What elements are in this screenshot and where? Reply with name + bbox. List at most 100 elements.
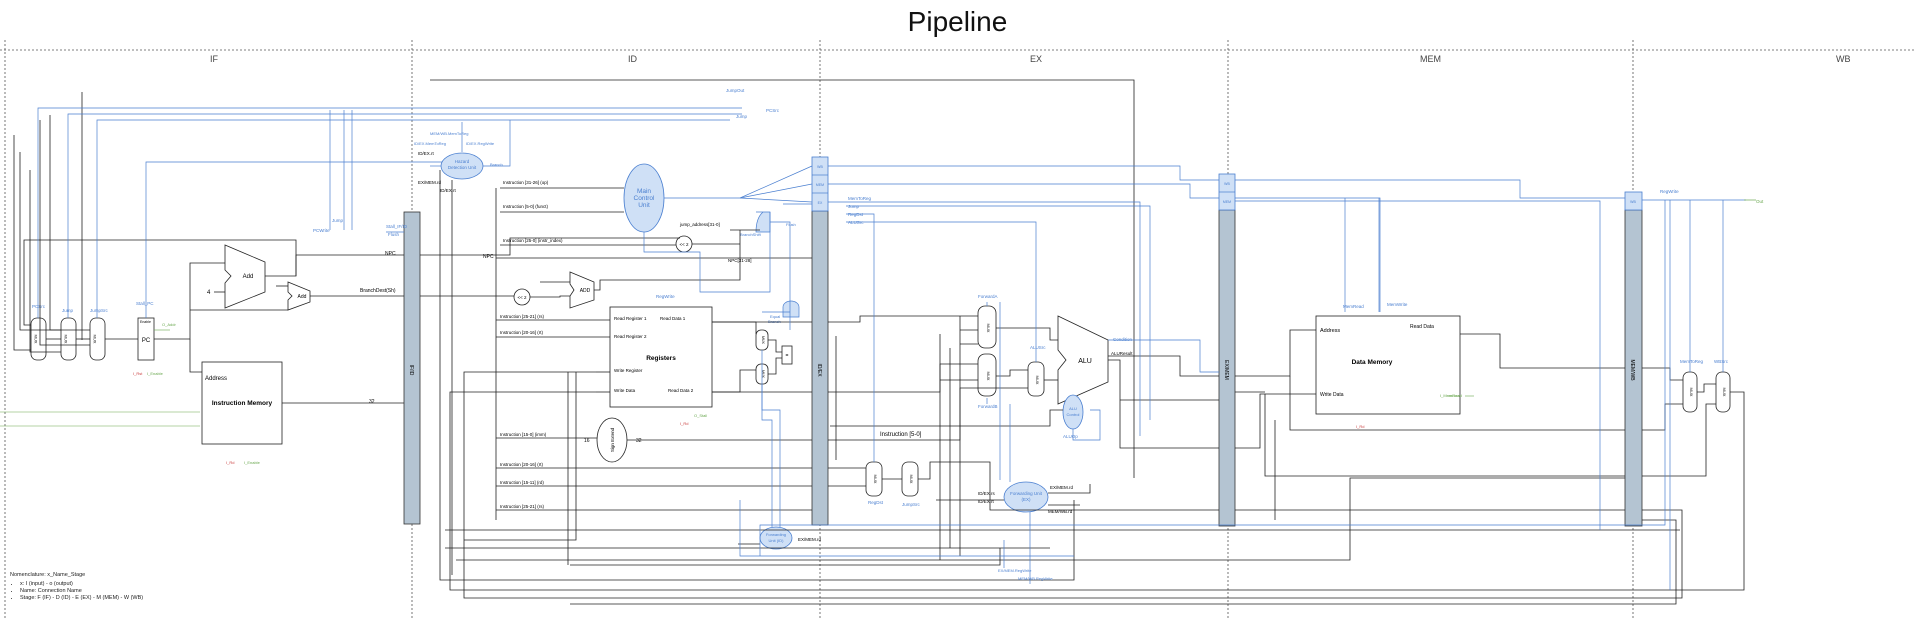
svg-text:MUX: MUX xyxy=(986,324,991,333)
flush-label: Flush xyxy=(388,232,400,237)
svg-text:WB: WB xyxy=(1224,182,1230,186)
svg-text:MUX: MUX xyxy=(761,336,765,344)
dmem-rd-label: I_Rd xyxy=(1356,424,1364,429)
hazard-detection-unit[interactable]: Hazard Detection Unit xyxy=(440,152,484,180)
idex-memtoreg-label: ID/EX.MemToReg xyxy=(414,141,446,146)
svg-text:MUX: MUX xyxy=(1035,376,1040,385)
svg-text:Hazard: Hazard xyxy=(455,159,470,164)
pc-register: PC Enable xyxy=(137,317,155,361)
alu-control[interactable]: ALU Control xyxy=(1062,394,1084,430)
npc-label: NPC xyxy=(385,251,396,257)
if-id-register: IF/ID xyxy=(403,211,421,525)
svg-text:=: = xyxy=(786,353,789,359)
memwb-regwrite-label: MEM/WB.RegWrite xyxy=(1018,576,1053,581)
equal-comparator: = xyxy=(781,345,793,365)
mux-pcsrc: MUX xyxy=(30,317,47,361)
forwarding-unit-ex[interactable]: Forwarding Unit (EX) xyxy=(1003,481,1049,513)
svg-text:WB: WB xyxy=(817,165,823,169)
flush-label-2: Flush xyxy=(786,222,796,227)
svg-text:MEM: MEM xyxy=(1223,200,1231,204)
svg-text:Write Register: Write Register xyxy=(614,368,643,373)
wb-control-wires xyxy=(759,199,1746,590)
svg-text:Main: Main xyxy=(637,188,651,195)
svg-text:ID/EX: ID/EX xyxy=(816,363,822,377)
register-file: Read Register 1 Read Register 2 Write Re… xyxy=(609,306,713,408)
if-wires xyxy=(13,92,404,404)
jumpsrc-label: JumpSrc xyxy=(90,308,109,313)
svg-text:WB: WB xyxy=(1630,200,1636,204)
svg-text:Unit (ID): Unit (ID) xyxy=(769,538,785,543)
svg-text:Forwarding Unit: Forwarding Unit xyxy=(1010,491,1043,496)
condition-label: Condition xyxy=(1113,337,1133,342)
pcsrc-label: PCSrc xyxy=(32,304,46,309)
instr-rd-label: Instruction [15-11] (rd) xyxy=(500,480,544,485)
wb-memtoreg-label: MemToReg xyxy=(1680,359,1704,364)
idex-rs-label: ID/EX.rs xyxy=(978,491,996,496)
mux-jumpsrc: MUX xyxy=(89,317,106,361)
svg-text:Write Data: Write Data xyxy=(1320,392,1344,398)
ex-control-wires xyxy=(739,165,1219,584)
stage-label-if: IF xyxy=(210,54,218,64)
ex-stage: MUX MUX MUX ForwardA ForwardB ALUSrc ALU… xyxy=(848,173,1236,581)
wb-out-label: Out xyxy=(1756,199,1764,204)
instr-imm-label: Instruction [15-0] (imm) xyxy=(500,432,547,437)
pcsrc2-label: PCSrc xyxy=(766,108,780,113)
ex-alusrc-label: ALUSrc xyxy=(848,220,864,225)
mux-regdst-b: MUX xyxy=(901,461,919,497)
forwarda-label: ForwardA xyxy=(978,294,998,299)
imem-rd-label: I_Rd xyxy=(226,460,234,465)
mem-wires xyxy=(1235,329,1625,520)
stage-label-ex: EX xyxy=(1030,54,1043,64)
svg-text:Read Data: Read Data xyxy=(1410,324,1434,330)
svg-text:ADD: ADD xyxy=(580,288,591,294)
main-control-unit[interactable]: Main Control Unit xyxy=(623,163,665,233)
instr-rs-label: Instruction [25-21] (rs) xyxy=(500,314,545,319)
jumpout-label: JumpOut xyxy=(726,88,745,93)
jalsel-label: JumpSrc xyxy=(902,502,921,507)
idex-rt-label: ID/EX.rt xyxy=(418,151,435,156)
wb-regwrite-label: RegWrite xyxy=(1660,189,1679,194)
pc-out-label: O_Addr xyxy=(162,322,176,327)
instr-5-0-label: Instruction [5-0] xyxy=(880,432,922,438)
regdst-label: RegDst xyxy=(868,500,884,505)
svg-text:<< 2: << 2 xyxy=(679,242,689,247)
or-gate xyxy=(755,211,771,233)
imem-address-label: Address xyxy=(205,376,227,382)
reg-stall-label: O_Stall xyxy=(694,413,707,418)
jump-label-3: Jump xyxy=(736,114,748,119)
svg-text:ALU: ALU xyxy=(1078,358,1092,365)
svg-text:MUX: MUX xyxy=(873,475,878,484)
idex-rt2-label: ID/EX.rt xyxy=(440,188,457,193)
npc2-label: NPC xyxy=(483,254,494,260)
alusrc-label: ALUSrc xyxy=(1030,345,1046,350)
imem-title: Instruction Memory xyxy=(212,400,273,407)
id-control-wires xyxy=(430,120,813,527)
and-gate xyxy=(782,300,800,318)
id-wires xyxy=(420,79,1680,581)
mux-memtoreg: MUX xyxy=(1682,371,1698,413)
instr-rt-label: Instruction [20-16] (rt) xyxy=(500,330,544,335)
legend-item: Stage: F (IF) - D (ID) - E (EX) - M (MEM… xyxy=(20,595,143,602)
idex-rt3-label: ID/EX.rt xyxy=(978,499,995,504)
mux-alusrc: MUX xyxy=(1027,361,1045,397)
alu: ALU xyxy=(1057,315,1109,405)
mux-regdst-a: MUX xyxy=(865,461,883,497)
stage-label-id: ID xyxy=(628,54,637,64)
ex-memtoreg-label: MemToReg xyxy=(848,196,872,201)
instruction-memory: Address Instruction Memory xyxy=(201,361,283,445)
branch-dest-label: BranchDest(Sh) xyxy=(360,288,396,294)
svg-text:<< 2: << 2 xyxy=(517,295,527,300)
svg-text:Enable: Enable xyxy=(140,320,151,324)
mux-wbsrc: MUX xyxy=(1715,371,1731,413)
exmem-regwrite-label: EX/MEM.RegWrite xyxy=(998,568,1032,573)
stage-label-mem: MEM xyxy=(1420,54,1441,64)
svg-text:Unit: Unit xyxy=(638,202,650,209)
instr-funct-label: Instruction [5-0] (funct) xyxy=(503,204,549,209)
memwrite-label: MemWrite xyxy=(1387,302,1408,307)
svg-text:Read Register 1: Read Register 1 xyxy=(614,316,647,321)
regwrite-label: RegWrite xyxy=(656,294,675,299)
mux-jump: MUX xyxy=(60,317,77,361)
instr-op-label: Instruction [31-26] (op) xyxy=(503,180,549,185)
imem-width-label: 32 xyxy=(369,399,375,405)
pcwrite-label: PCWrite xyxy=(313,228,330,233)
